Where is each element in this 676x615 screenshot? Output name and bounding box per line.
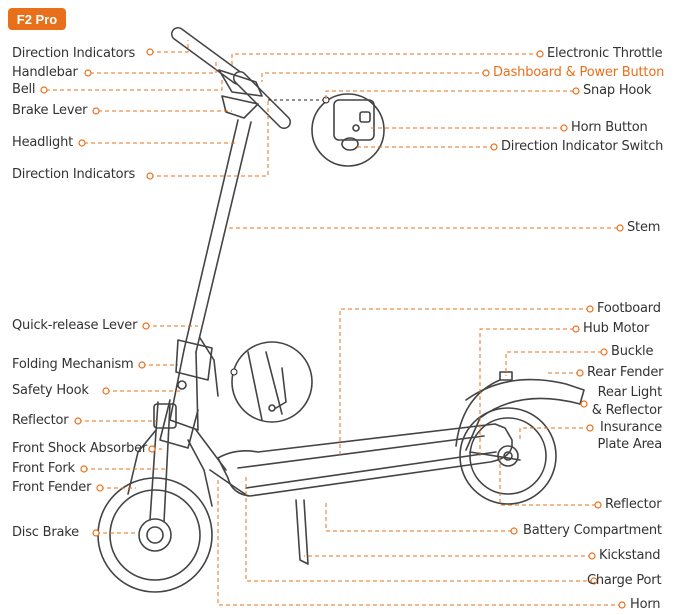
handlebar-drawing [171,27,291,129]
kickstand-drawing [295,499,309,565]
label-insurance-line2: Plate Area [597,437,662,452]
label-rear-fender: Rear Fender [587,365,664,380]
label-handlebar: Handlebar [12,65,78,80]
rear-wheel-drawing [455,371,585,505]
label-bell: Bell [12,82,36,97]
safety-hook-detail-drawing [231,341,313,423]
label-brake-lever: Brake Lever [12,103,88,118]
model-badge: F2 Pro [8,8,66,30]
label-rear-light-line1: Rear Light [597,385,663,400]
stem-drawing [169,119,252,431]
label-direction-indicator-switch: Direction Indicator Switch [501,139,664,154]
label-reflector-rear: Reflector [605,497,662,512]
front-wheel-drawing [97,477,213,593]
label-dashboard-power-button: Dashboard & Power Button [493,65,665,80]
label-stem: Stem [627,220,661,235]
front-fork-drawing [127,401,213,523]
folding-mechanism-drawing [159,337,219,449]
label-quick-release-lever: Quick-release Lever [12,318,138,333]
label-direction-indicators-mid: Direction Indicators [12,167,136,182]
label-reflector-front: Reflector [12,413,69,428]
handlebar-detail-drawing [311,93,385,167]
label-front-fender: Front Fender [12,480,92,495]
label-buckle: Buckle [611,344,654,359]
label-disc-brake: Disc Brake [12,525,79,540]
label-headlight: Headlight [12,135,74,150]
label-horn-button: Horn Button [571,120,648,135]
label-hub-motor: Hub Motor [583,321,650,336]
label-horn: Horn [630,597,661,612]
label-electronic-throttle: Electronic Throttle [547,46,663,61]
label-direction-indicators-top: Direction Indicators [12,46,136,61]
label-front-shock-absorber: Front Shock Absorber [12,441,148,456]
footboard-drawing [195,423,513,497]
label-insurance-line1: Insurance [600,420,662,435]
label-folding-mechanism: Folding Mechanism [12,357,134,372]
label-battery-compartment: Battery Compartment [523,523,662,538]
label-snap-hook: Snap Hook [583,83,652,98]
label-rear-light-line2: & Reflector [591,403,662,418]
label-footboard: Footboard [597,301,661,316]
label-charge-port: Charge Port [587,573,662,588]
label-front-fork: Front Fork [12,461,75,476]
label-kickstand: Kickstand [599,548,661,563]
label-safety-hook: Safety Hook [12,383,89,398]
